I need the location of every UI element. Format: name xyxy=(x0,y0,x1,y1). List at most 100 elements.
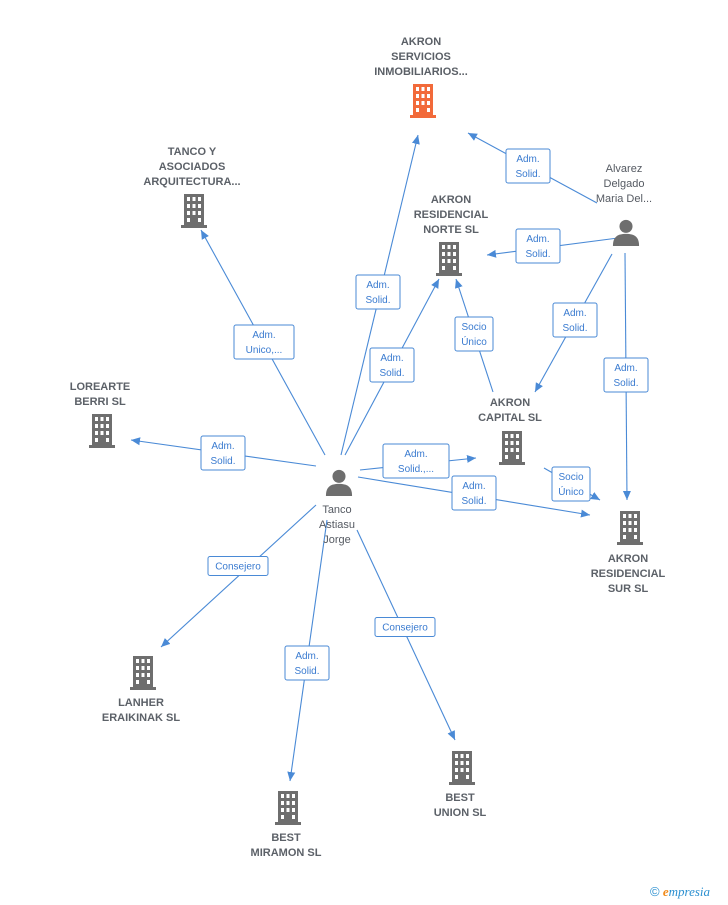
node-label-line: NORTE SL xyxy=(423,224,479,236)
node-label-line: AKRON xyxy=(431,194,471,206)
edge-label-text: Único xyxy=(558,485,584,498)
node-label-line: BEST xyxy=(271,832,301,844)
edge-label-text: Adm. xyxy=(366,280,389,291)
edge-label-box xyxy=(233,324,295,360)
node-label-line: Alvarez xyxy=(606,163,643,175)
edge-label-text: Solid. xyxy=(515,169,540,180)
edge-label-text: Consejero xyxy=(382,623,428,634)
edge-label-text: Adm. xyxy=(252,330,275,341)
node-label-line: Maria Del... xyxy=(596,193,652,205)
edge-label-tanco_person-to-akron_norte[interactable]: Adm. Solid. xyxy=(369,347,415,383)
person-icon xyxy=(612,219,640,246)
edge-label-box xyxy=(374,617,436,637)
edge-label-text: Solid. xyxy=(562,323,587,334)
edge-label-box xyxy=(603,357,649,393)
edge-label-text: Adm. xyxy=(404,449,427,460)
building-icon xyxy=(617,511,643,545)
node-label-line: TANCO Y xyxy=(168,146,217,158)
edge-label-box xyxy=(369,347,415,383)
edge-label-box xyxy=(505,148,551,184)
edge-label-text: Adm. xyxy=(516,154,539,165)
node-label-line: Tanco xyxy=(322,504,351,516)
building-icon xyxy=(130,656,156,690)
node-best_union[interactable]: BEST UNION SL xyxy=(434,751,487,819)
edge-label-tanco_person-to-lanher[interactable]: Consejero xyxy=(207,556,269,576)
edge-label-tanco_person-to-akron_servicios[interactable]: Adm. Solid. xyxy=(355,274,401,310)
brand-name: mpresia xyxy=(668,884,711,899)
node-label-line: AKRON xyxy=(490,397,530,409)
node-label-line: ASOCIADOS xyxy=(159,161,226,173)
edge-label-text: Adm. xyxy=(211,441,234,452)
building-icon xyxy=(410,84,436,118)
node-label-line: MIRAMON SL xyxy=(251,847,322,859)
edge-label-text: Unico,... xyxy=(246,345,283,356)
edge-label-alvarez-to-akron_servicios[interactable]: Adm. Solid. xyxy=(505,148,551,184)
edge-label-text: Solid. xyxy=(461,496,486,507)
edge-label-tanco_person-to-lorearte[interactable]: Adm. Solid. xyxy=(200,435,246,471)
node-label-line: CAPITAL SL xyxy=(478,412,542,424)
node-label-line: AKRON xyxy=(608,553,648,565)
node-akron_norte[interactable]: AKRON RESIDENCIAL NORTE SL xyxy=(414,194,489,276)
node-label-line: RESIDENCIAL xyxy=(414,209,489,221)
node-label-line: Astiasu xyxy=(319,519,355,531)
node-label-line: AKRON xyxy=(401,36,441,48)
edge-label-text: Único xyxy=(461,335,487,348)
node-label-line: SERVICIOS xyxy=(391,51,451,63)
edge-label-tanco_person-to-akron_capital[interactable]: Adm. Solid.,... xyxy=(382,443,450,479)
node-label-line: RESIDENCIAL xyxy=(591,568,666,580)
node-akron_capital[interactable]: AKRON CAPITAL SL xyxy=(478,397,542,465)
edge-label-box xyxy=(382,443,450,479)
node-tanco_asociados[interactable]: TANCO YASOCIADOSARQUITECTURA... xyxy=(143,146,241,228)
edge-label-tanco_person-to-best_miramon[interactable]: Adm. Solid. xyxy=(284,645,330,681)
edge-label-text: Adm. xyxy=(462,481,485,492)
edge-label-box xyxy=(551,466,591,502)
node-akron_servicios[interactable]: AKRON SERVICIOS INMOBILIARIOS... xyxy=(374,36,468,118)
edge-label-text: Solid. xyxy=(365,295,390,306)
edge-label-box xyxy=(451,475,497,511)
building-icon xyxy=(436,242,462,276)
edge-label-tanco_person-to-best_union[interactable]: Consejero xyxy=(374,617,436,637)
edge-label-tanco_person-to-tanco_asociados[interactable]: Adm. Unico,... xyxy=(233,324,295,360)
node-label-line: Jorge xyxy=(323,534,351,546)
node-label-line: UNION SL xyxy=(434,807,487,819)
edge-label-alvarez-to-akron_norte[interactable]: Adm.Solid. xyxy=(515,228,561,264)
edge-label-box xyxy=(200,435,246,471)
edge-label-box xyxy=(515,228,561,264)
edge-label-text: Solid.,... xyxy=(398,464,434,475)
person-icon xyxy=(325,469,353,496)
building-icon xyxy=(275,791,301,825)
node-label-line: BERRI SL xyxy=(74,396,126,408)
node-label-line: BEST xyxy=(445,792,475,804)
node-label-line: LANHER xyxy=(118,697,164,709)
node-best_miramon[interactable]: BEST MIRAMON SL xyxy=(251,791,322,859)
edge-label-alvarez-to-akron_capital[interactable]: Adm. Solid. xyxy=(552,302,598,338)
node-label-line: Delgado xyxy=(604,178,645,190)
node-label-line: ERAIKINAK SL xyxy=(102,712,181,724)
building-icon xyxy=(449,751,475,785)
edge-label-text: Solid. xyxy=(613,378,638,389)
edge-label-text: Solid. xyxy=(379,368,404,379)
node-lorearte[interactable]: LOREARTE BERRI SL xyxy=(70,381,131,448)
edge-label-text: Adm. xyxy=(380,353,403,364)
building-icon xyxy=(499,431,525,465)
empresia-brand: © empresia xyxy=(650,884,710,900)
brand-initial: e xyxy=(662,884,669,899)
node-lanher[interactable]: LANHER ERAIKINAK SL xyxy=(102,656,181,724)
edge-label-alvarez-to-akron_sur[interactable]: Adm. Solid. xyxy=(603,357,649,393)
edge-label-text: Adm. xyxy=(563,308,586,319)
edge-label-text: Adm. xyxy=(614,363,637,374)
edge-label-text: Adm. xyxy=(295,651,318,662)
edge-label-tanco_person-to-akron_sur[interactable]: Adm. Solid. xyxy=(451,475,497,511)
edge-label-text: Solid. xyxy=(210,456,235,467)
node-label-line: INMOBILIARIOS... xyxy=(374,66,468,78)
edge-label-text: Socio xyxy=(558,472,583,483)
node-label-line: LOREARTE xyxy=(70,381,131,393)
edge-label-text: Solid. xyxy=(294,666,319,677)
edge-label-box xyxy=(355,274,401,310)
